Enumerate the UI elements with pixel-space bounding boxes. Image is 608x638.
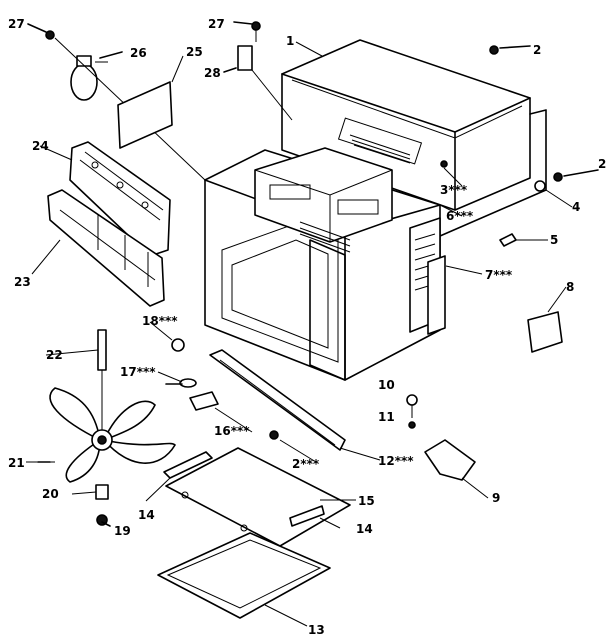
- clip: [499, 233, 517, 247]
- washer-17: [179, 378, 197, 388]
- side-panel: [427, 255, 446, 335]
- screw-3: [440, 160, 448, 168]
- callout-6: 6***: [446, 209, 474, 223]
- callout-25: 25: [186, 45, 203, 59]
- clip-14-left: [163, 451, 213, 479]
- callout-4: 4: [572, 200, 580, 214]
- callout-3: 3***: [440, 183, 468, 197]
- callout-20: 20: [42, 487, 59, 501]
- bracket-9: [424, 439, 476, 481]
- screw-2-right: [553, 172, 563, 182]
- bracket-16: [189, 391, 219, 411]
- callout-17: 17***: [120, 365, 156, 379]
- callout-2: 2: [598, 157, 606, 171]
- callout-2: 2***: [292, 457, 320, 471]
- clip-14-right: [289, 505, 325, 527]
- callout-27: 27: [8, 17, 25, 31]
- callout-27: 27: [208, 17, 225, 31]
- cap-18: [171, 338, 185, 352]
- callout-13: 13: [308, 623, 325, 637]
- leader-lines: [26, 41, 573, 627]
- cover-plate: [527, 311, 563, 353]
- screw-2-top: [489, 45, 499, 55]
- callout-10: 10: [378, 378, 395, 392]
- screw-small: [45, 30, 55, 40]
- callout-8: 8: [566, 280, 574, 294]
- screw-11: [408, 421, 416, 429]
- callout-1: 1: [286, 34, 294, 48]
- stirrer-bushing: [95, 484, 109, 500]
- screw-10: [406, 394, 418, 406]
- screw-2-bottom: [269, 430, 279, 440]
- top-bracket: [237, 21, 293, 121]
- lamp-bracket-panel: [69, 141, 171, 257]
- callout-23: 23: [14, 275, 31, 289]
- callout-12: 12***: [378, 454, 414, 468]
- callout-11: 11: [378, 410, 395, 424]
- callout-24: 24: [32, 139, 49, 153]
- callout-5: 5: [550, 233, 558, 247]
- callout-arrows: [27, 21, 599, 527]
- callout-14: 14: [138, 508, 155, 522]
- tray: [157, 532, 331, 619]
- callout-18: 18***: [142, 314, 178, 328]
- lamp: [70, 55, 108, 101]
- callout-28: 28: [204, 66, 221, 80]
- callout-22: 22: [46, 348, 63, 362]
- stirrer-shaft: [97, 329, 107, 430]
- lamp-cover-panel: [47, 189, 165, 307]
- callout-16: 16***: [214, 424, 250, 438]
- rail-12: [209, 349, 346, 451]
- callout-15: 15: [358, 494, 375, 508]
- callout-2: 2: [533, 43, 541, 57]
- stirrer-fan: [49, 387, 176, 483]
- callout-14: 14: [356, 522, 373, 536]
- callout-26: 26: [130, 46, 147, 60]
- callout-9: 9: [492, 491, 500, 505]
- washer: [534, 180, 546, 192]
- lamp-reflector: [117, 81, 173, 149]
- callout-7: 7***: [485, 268, 513, 282]
- callout-21: 21: [8, 456, 25, 470]
- callout-19: 19: [114, 524, 131, 538]
